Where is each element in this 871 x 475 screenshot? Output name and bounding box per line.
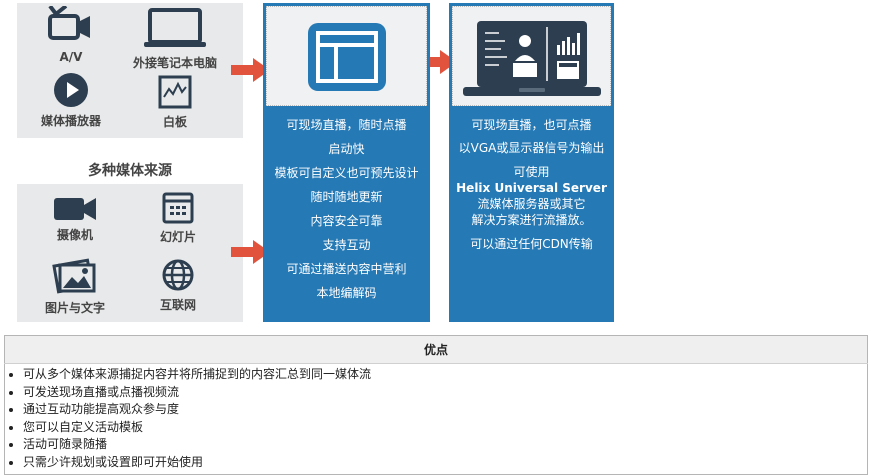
capture-feature: 随时随地更新 [310, 190, 383, 204]
source-av-label: A/V [59, 50, 83, 64]
source-internet-label: 互联网 [159, 298, 196, 312]
benefits-table: 优点 可从多个媒体来源捕捉内容并将所捕捉到的内容汇总到同一媒体流 可发送现场直播… [4, 335, 868, 475]
arrow-right-icon [231, 58, 270, 82]
source-whiteboard: 白板 [120, 75, 230, 130]
source-slides-label: 幻灯片 [159, 230, 196, 244]
benefits-list: 可从多个媒体来源捕捉内容并将所捕捉到的内容汇总到同一媒体流 可发送现场直播或点播… [9, 366, 863, 471]
source-slides: 幻灯片 [123, 192, 233, 245]
output-line: 解决方案进行流播放。 [471, 213, 592, 227]
benefit-item: 只需少许规划或设置即可开始使用 [23, 454, 863, 472]
capture-feature: 支持互动 [322, 238, 371, 252]
source-video-camera-label: 摄像机 [56, 228, 93, 242]
capture-feature: 模板可自定义也可预先设计 [274, 166, 419, 180]
capture-feature: 启动快 [328, 142, 365, 156]
source-laptop-label: 外接笔记本电脑 [132, 56, 217, 70]
output-line: 可现场直播，也可点播 [471, 118, 592, 132]
capture-feature: 可现场直播，随时点播 [286, 118, 407, 132]
source-images: 图片与文字 [20, 257, 130, 316]
source-media-player: 媒体播放器 [16, 72, 126, 129]
capture-panel [263, 3, 430, 322]
source-laptop: 外接笔记本电脑 [120, 8, 230, 71]
source-video-camera: 摄像机 [20, 192, 130, 243]
output-line: 可使用 [513, 165, 550, 179]
source-images-label: 图片与文字 [44, 301, 105, 315]
benefit-item: 可发送现场直播或点播视频流 [23, 384, 863, 402]
benefit-item: 通过互动功能提高观众参与度 [23, 401, 863, 419]
globe-icon [162, 259, 194, 291]
source-media-player-label: 媒体播放器 [40, 114, 101, 128]
video-camera-icon [54, 198, 96, 220]
whiteboard-icon [158, 75, 192, 109]
benefit-item: 活动可随录随播 [23, 436, 863, 454]
benefits-cell: 可从多个媒体来源捕捉内容并将所捕捉到的内容汇总到同一媒体流 可发送现场直播或点播… [5, 364, 868, 475]
template-layout-icon [308, 23, 386, 91]
source-internet: 互联网 [123, 258, 233, 313]
arrow-right-icon [231, 240, 270, 264]
source-whiteboard-label: 白板 [162, 115, 187, 129]
sources-heading: 多种媒体来源 [88, 163, 172, 179]
laptop-icon [144, 8, 206, 47]
output-icon-area [452, 6, 611, 106]
output-panel [449, 3, 614, 322]
slides-icon [162, 192, 194, 224]
capture-feature: 内容安全可靠 [310, 214, 383, 228]
capture-feature: 本地编解码 [316, 286, 377, 300]
output-line: Helix Universal Server [456, 181, 607, 195]
sources-top-panel [17, 3, 243, 138]
media-player-icon [54, 73, 88, 107]
source-av: A/V [16, 6, 126, 64]
capture-feature: 可通过播送内容中营利 [286, 262, 407, 276]
benefit-item: 您可以自定义活动模板 [23, 419, 863, 437]
arrow-right-icon [418, 50, 457, 74]
output-line: 以VGA或显示器信号为输出 [458, 141, 605, 155]
benefits-header: 优点 [4, 335, 868, 364]
images-icon [52, 258, 96, 294]
laptop-presentation-icon [463, 21, 601, 96]
capture-icon-area [266, 6, 427, 106]
benefit-item: 可从多个媒体来源捕捉内容并将所捕捉到的内容汇总到同一媒体流 [23, 366, 863, 384]
output-line: 流媒体服务器或其它 [477, 197, 586, 211]
output-line: 可以通过任何CDN传输 [470, 237, 593, 251]
av-camera-icon [48, 6, 90, 40]
